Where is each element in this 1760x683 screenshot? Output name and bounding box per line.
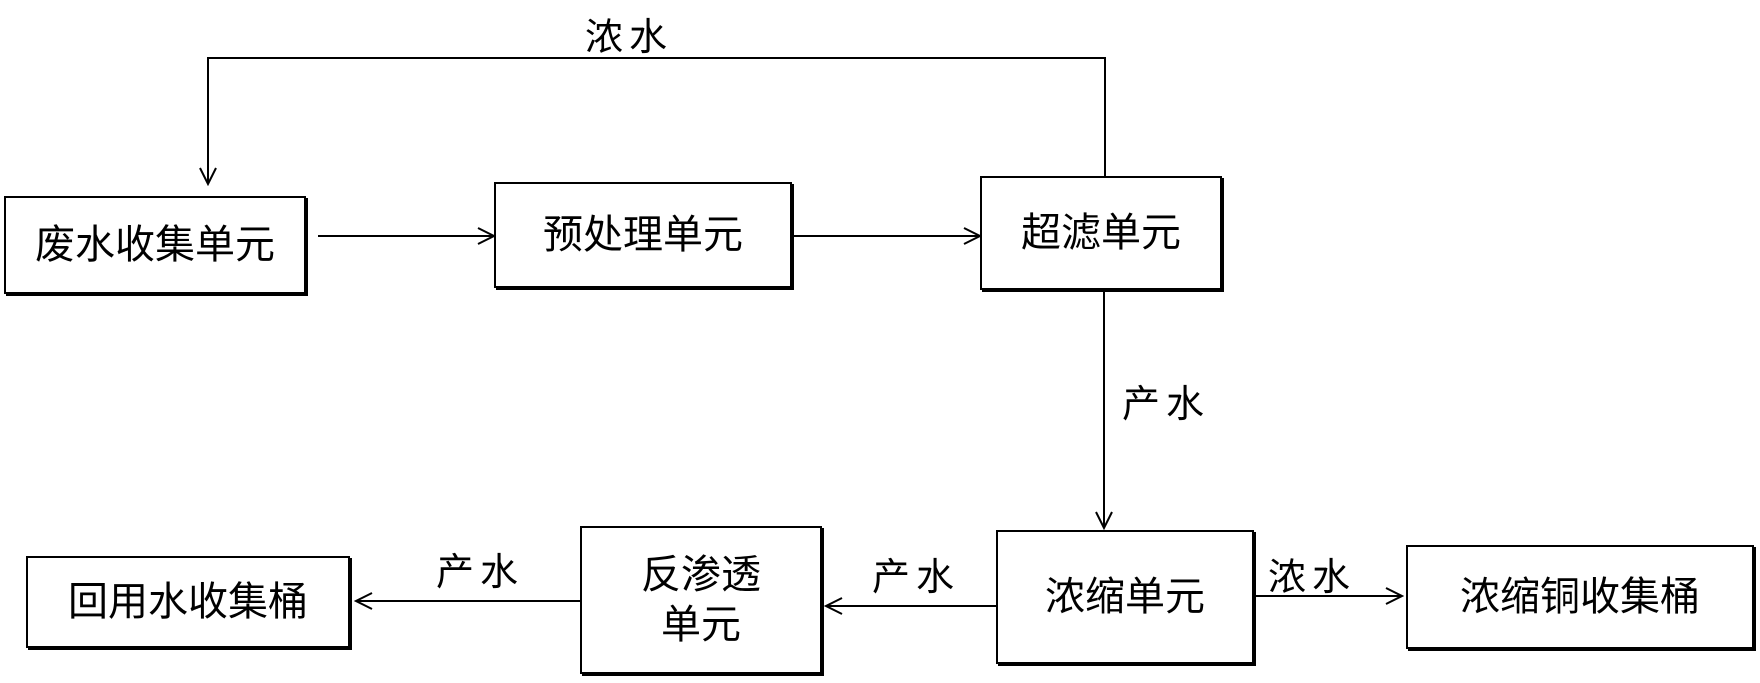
node-ultrafiltration: 超滤单元	[980, 176, 1222, 290]
node-concentrated-copper-tank: 浓缩铜收集桶	[1406, 545, 1754, 649]
edge-label-ro-product: 产水	[436, 550, 525, 594]
node-wastewater-collection: 废水收集单元	[4, 196, 306, 294]
node-label: 浓缩铜收集桶	[1460, 574, 1700, 620]
edge-label-ultrafiltration-product: 产水	[1122, 382, 1211, 426]
node-label: 超滤单元	[1021, 210, 1181, 256]
node-reuse-water-tank: 回用水收集桶	[26, 556, 350, 648]
edge-label-return: 浓水	[585, 15, 674, 59]
node-label: 废水收集单元	[35, 222, 275, 268]
node-concentration: 浓缩单元	[996, 530, 1254, 664]
edge-label-concentration-product: 产水	[872, 555, 961, 599]
node-reverse-osmosis: 反渗透 单元	[580, 526, 822, 674]
edge-label-concentration-reject: 浓水	[1268, 555, 1357, 599]
node-label: 浓缩单元	[1045, 574, 1205, 620]
node-pretreatment: 预处理单元	[494, 182, 792, 288]
node-label: 预处理单元	[543, 212, 743, 258]
node-label: 回用水收集桶	[68, 579, 308, 625]
return-loop-arrow	[208, 57, 1106, 184]
node-label: 反渗透 单元	[641, 552, 761, 648]
